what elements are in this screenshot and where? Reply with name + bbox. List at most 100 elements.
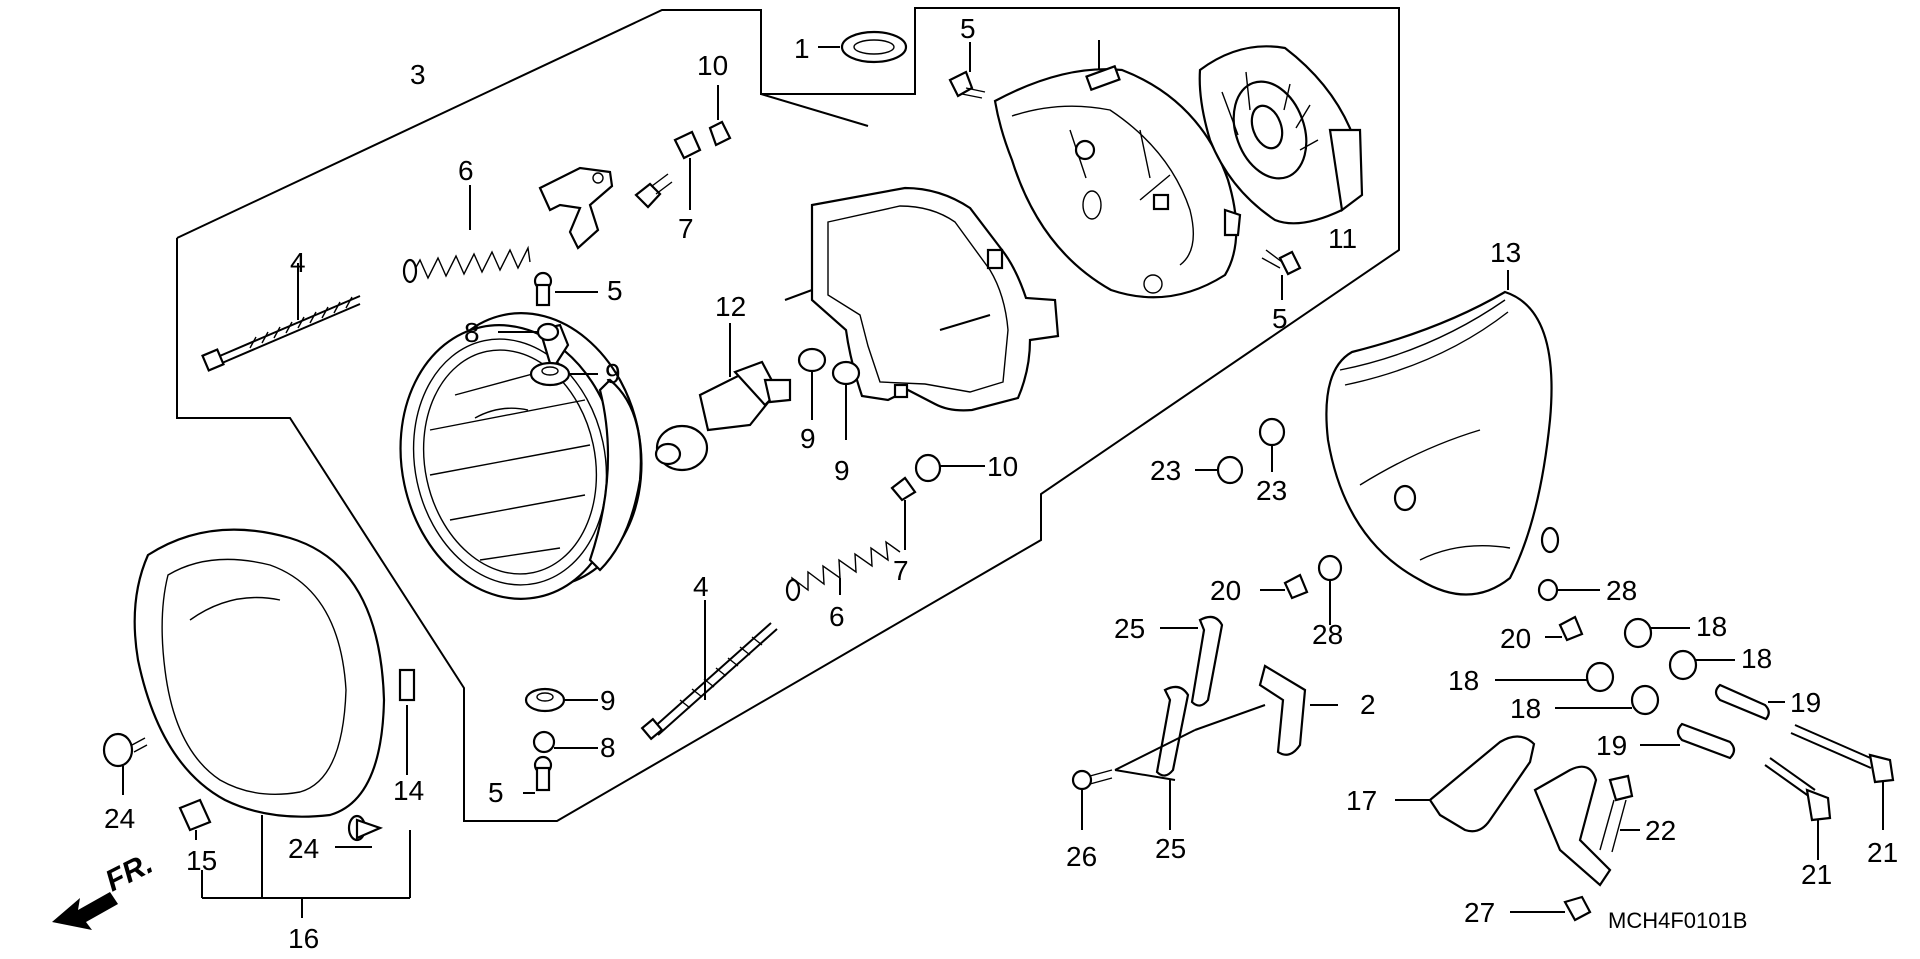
callout-8-upper: 8 [464,317,480,348]
callout-3: 3 [410,59,426,90]
bolt-21-a-part [1790,724,1895,830]
collar-18-c-part [1495,661,1615,693]
washer-8-upper-part [498,322,560,342]
stay-25-a-part [1160,615,1224,707]
callout-12: 12 [715,291,746,322]
adjusting-bolt-lower-part [640,600,778,741]
nut-28-b-part [1537,578,1600,602]
washer-9-upper-part [529,361,598,387]
front-direction-label: FR. [100,847,158,898]
bracket-17-part [1395,735,1612,887]
callout-15: 15 [186,845,217,876]
callout-9-lower: 9 [600,685,616,716]
callout-9-grommet-a: 9 [800,423,816,454]
spacer-19-b-part [1640,722,1736,760]
bolt-5-right-part [1261,249,1302,300]
brace-lines [1114,704,1266,781]
spring-lower-part [785,540,901,602]
callout-6-lower: 6 [829,601,845,632]
callout-17: 17 [1346,785,1377,816]
callout-8-lower: 8 [600,732,616,763]
grommet-9-a-part [797,347,827,420]
callout-25-a: 25 [1114,613,1145,644]
callout-6-upper: 6 [458,155,474,186]
callout-2: 2 [1360,689,1376,720]
nut-7-upper-part [673,130,702,210]
callout-25-b: 25 [1155,833,1186,864]
washer-9-lower-part [524,687,598,713]
callout-5-top: 5 [960,13,976,44]
callout-28-a: 28 [1312,619,1343,650]
nut-27-part [1510,895,1592,922]
rim-assembly-bracket [201,815,411,918]
callout-4-lower: 4 [693,571,709,602]
callout-11: 11 [1328,223,1357,254]
nut-7-lower-part [890,476,917,550]
bolt-20-b-part [1545,615,1584,642]
callout-19-a: 19 [1790,687,1821,718]
callout-9-grommet-b: 9 [834,455,850,486]
callout-19-b: 19 [1596,730,1627,761]
callout-1: 1 [794,33,810,64]
collar-18-b-part [1668,649,1735,681]
bolt-5-upper-part [948,42,986,99]
headlight-case-shell-part [1325,270,1560,596]
headlight-rim-part [133,528,386,818]
callout-13: 13 [1490,237,1521,268]
callout-20-b: 20 [1500,623,1531,654]
callout-9-upper: 9 [605,358,621,389]
bulb-part [654,323,792,472]
screw-24-b-part [335,814,384,848]
callout-26: 26 [1066,841,1097,872]
collar-10-lower-part [914,453,985,483]
clip-14-part [398,668,416,775]
callout-4-upper: 4 [290,247,306,278]
callout-18-d: 18 [1510,693,1541,724]
callout-20-a: 20 [1210,575,1241,606]
callout-21-a: 21 [1867,837,1898,868]
bracket-part [538,166,614,250]
grommet-9-b-part [831,360,861,440]
callout-5-bottom: 5 [488,777,504,808]
callout-27: 27 [1464,897,1495,928]
callout-23-a: 23 [1150,455,1181,486]
bolt-20-a-part [1260,573,1309,600]
callout-10-lower: 10 [987,451,1018,482]
callout-16: 16 [288,923,319,954]
bolt-5-lower-part [523,755,553,794]
callout-10-upper: 10 [697,50,728,81]
callout-23-b: 23 [1256,475,1287,506]
callout-7-lower: 7 [893,555,909,586]
front-direction-arrow-icon [52,892,118,930]
bracket-2-part [1258,664,1338,756]
callout-24-b: 24 [288,833,319,864]
screw-24-a-part [102,732,148,795]
washer-8-lower-part [532,730,598,754]
headlight-unit-part [399,312,643,600]
grommet-23-a-part [1195,455,1244,485]
bolt-22-part [1599,774,1640,853]
stay-25-b-part [1155,685,1190,830]
collar-18-a-part [1623,617,1690,649]
collar-18-d-part [1555,684,1660,716]
headlight-mount-frame-part [784,186,1060,412]
callout-7-upper: 7 [678,213,694,244]
grommet-23-b-part [1258,417,1286,472]
nut-28-a-part [1317,554,1343,625]
adjusting-bolt-part [201,263,361,372]
spacer-19-a-part [1714,683,1785,721]
callout-5-middle: 5 [607,275,623,306]
spring-part [402,185,531,284]
callout-21-b: 21 [1801,859,1832,890]
screw-part [634,173,673,209]
bolt-26-part [1071,769,1113,830]
collar-10-upper-part [708,85,732,147]
callout-18-a: 18 [1696,611,1727,642]
callout-5-right: 5 [1272,303,1288,334]
callout-22: 22 [1645,815,1676,846]
rear-cover-part [1198,45,1364,225]
diagram-code: MCH4F0101B [1608,908,1747,933]
callout-28-b: 28 [1606,575,1637,606]
callout-14: 14 [393,775,424,806]
